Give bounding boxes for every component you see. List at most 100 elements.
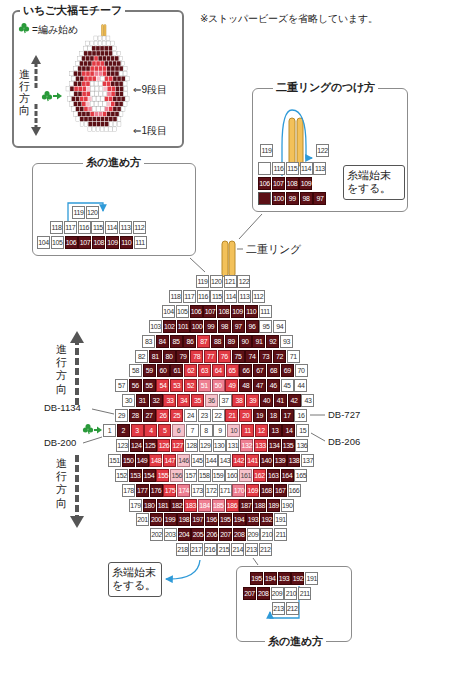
bead-cell: 39 [246, 394, 259, 407]
bead-cell: 107 [272, 177, 285, 190]
bead-number: 8 [201, 425, 212, 436]
mini-bead [116, 87, 120, 92]
direction-text: 進行方向 [19, 68, 30, 116]
bead-cell: 89 [225, 335, 238, 348]
bead-number: 39 [247, 395, 258, 406]
bead-number: 213 [246, 544, 257, 555]
mini-bead [82, 102, 86, 107]
bead-number: 147 [164, 455, 175, 466]
bead-number: 155 [157, 470, 168, 481]
mini-bead [82, 81, 86, 86]
bead-cell: 98 [218, 320, 231, 333]
mini-bead [103, 81, 107, 86]
bead-cell: 205 [191, 528, 204, 541]
bead-number: 65 [227, 365, 238, 376]
mini-bead [78, 92, 82, 97]
mini-bead [119, 71, 123, 76]
bead-cell: 147 [163, 454, 176, 467]
mini-bead [70, 71, 74, 76]
bead-cell: 197 [191, 513, 204, 526]
bead-cell: 166 [288, 484, 301, 497]
bead-number: 138 [288, 455, 299, 466]
bead-cell: 75 [232, 350, 245, 363]
mini-bead [84, 46, 88, 51]
bead-cell: 22 [212, 409, 225, 422]
color-code: DB-1134 [44, 402, 81, 413]
bead-number: 111 [260, 306, 271, 317]
bead-cell: 189 [267, 499, 280, 512]
bead-cell: 11 [241, 424, 254, 437]
bead-cell: 30 [122, 394, 135, 407]
mini-bead [82, 66, 86, 71]
bead-cell: 107 [78, 236, 91, 249]
bead-cell: 91 [252, 335, 265, 348]
bead-cell: 13 [269, 424, 282, 437]
mini-bead [107, 71, 111, 76]
mini-bead [86, 71, 90, 76]
mini-bead [95, 87, 99, 92]
bead-cell: 28 [129, 409, 142, 422]
decor-stroke [270, 586, 299, 618]
mini-bead [103, 71, 107, 76]
bead-number: 5 [159, 425, 170, 436]
mini-bead [66, 87, 70, 92]
bead-cell: 93 [280, 335, 293, 348]
bead-cell: 94 [273, 320, 286, 333]
bead-number: 136 [296, 440, 307, 451]
bead-number: 149 [137, 455, 148, 466]
bead-cell: 84 [156, 335, 169, 348]
callout-text: 糸端始末をする。 [347, 169, 401, 195]
mini-bead [82, 112, 86, 117]
bead-cell: 185 [212, 499, 225, 512]
mini-bead [95, 112, 99, 117]
bead-cell: 50 [212, 379, 225, 392]
mini-bead [74, 102, 78, 107]
mini-bead [96, 97, 100, 102]
mini-bead [101, 76, 105, 81]
bead-number: 66 [240, 365, 251, 376]
mini-bead [103, 102, 107, 107]
bead-number: 78 [191, 351, 202, 362]
bead-number: 16 [295, 410, 306, 421]
mini-bead [96, 127, 100, 132]
bead-number: 188 [254, 500, 265, 511]
mini-bead [90, 66, 94, 71]
bead-number: 135 [283, 440, 294, 451]
bead-number: 48 [240, 380, 251, 391]
mini-bead [78, 102, 82, 107]
mini-bead [70, 92, 74, 97]
mini-bead [84, 97, 88, 102]
bead-number: 195 [251, 573, 262, 584]
bead-cell: 82 [135, 350, 148, 363]
mini-bead [83, 87, 87, 92]
mini-bead [97, 122, 101, 127]
mini-bead [115, 112, 119, 117]
direction-text: 進行方向 [56, 457, 67, 510]
bead-number: 191 [275, 514, 286, 525]
bead-cell: 109 [299, 177, 312, 190]
bead-cell: 40 [260, 394, 273, 407]
decor-stroke [31, 55, 41, 64]
bead-number: 106 [191, 306, 202, 317]
bead-number: 212 [260, 544, 271, 555]
bead-cell: 117 [64, 221, 77, 234]
bead-cell: 122 [237, 275, 250, 288]
bead-number: 104 [38, 237, 49, 248]
bead-number: 13 [270, 425, 281, 436]
bead-number: 217 [191, 544, 202, 555]
mini-bead [99, 81, 103, 86]
bead-cell: 88 [211, 335, 224, 348]
bead-number: 62 [185, 365, 196, 376]
bead-number: 104 [163, 306, 174, 317]
bead-number: 140 [261, 455, 272, 466]
bead-number: 97 [314, 193, 325, 204]
bead-number: 172 [206, 485, 217, 496]
bead-number: 67 [254, 365, 265, 376]
bead-number: 123 [117, 440, 128, 451]
bead-cell: 170 [232, 484, 245, 497]
bead-cell: 178 [122, 484, 135, 497]
bead-number: 73 [260, 351, 271, 362]
bead-cell: 105 [176, 305, 189, 318]
bead-number: 99 [205, 321, 216, 332]
mini-bead [99, 112, 103, 117]
